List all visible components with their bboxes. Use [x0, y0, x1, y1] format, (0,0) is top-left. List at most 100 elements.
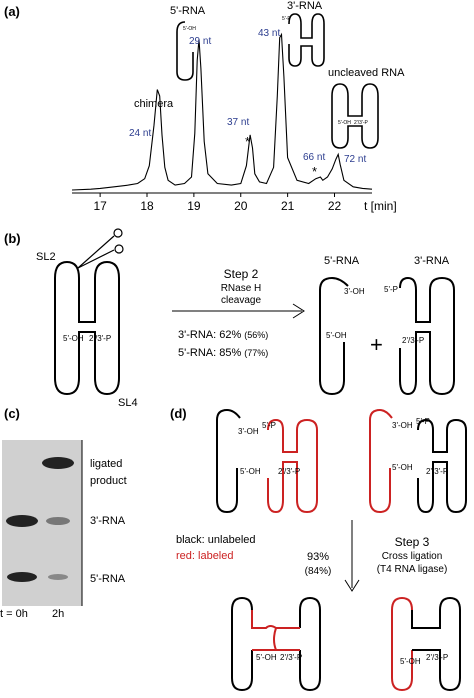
gel-band-five-rna-2h: [48, 574, 68, 580]
five-rna-icon-oh-label: 5'-OH: [183, 26, 196, 32]
three-rna-icon: [288, 13, 325, 67]
top-right-black-fragment: [417, 418, 467, 514]
top-left-black-fragment: [216, 408, 241, 514]
panel-b-label: (b): [4, 231, 21, 246]
panel-b: (b) SL2 SL4 5'-OH 2'/3'-P Step 2 RNase H…: [4, 228, 455, 409]
tl-p5-label: 5'-P: [262, 421, 276, 430]
step3-line3: (T4 RNA ligase): [377, 564, 448, 575]
panel-c: (c) ligated product 3'-RNA 5'-RNA t = 0h…: [0, 406, 127, 620]
bl-p23-label: 2'/3'-P: [280, 653, 302, 662]
step3-yield-paren: (84%): [305, 566, 332, 577]
panel-d: (d) 3'-OH 5'-P 5'-OH 2'/3'-P 3'-OH 5'-P …: [170, 406, 467, 692]
product-oh3-label: 3'-OH: [344, 287, 365, 296]
peak-size-29nt: 29 nt: [189, 36, 211, 47]
yield-three-rna-value: 3'-RNA: 62%: [178, 329, 241, 341]
br-p23-label: 2'/3'-P: [426, 653, 448, 662]
tl-oh3-label: 3'-OH: [238, 427, 259, 436]
legend-black: black: unlabeled: [176, 534, 256, 546]
band-ligated-label-2: product: [90, 475, 127, 487]
product-p23-label: 2'/3'-P: [402, 336, 424, 345]
lane-2h-label: 2h: [52, 608, 64, 620]
yield-three-rna-paren: (56%): [244, 330, 268, 340]
gel-band-three-rna-2h: [46, 517, 70, 525]
yield-five-rna: 5'-RNA: 85% (77%): [178, 347, 268, 359]
bottom-right-product-black: [411, 596, 461, 692]
tl-p23-label: 2'/3'-P: [278, 467, 300, 476]
tr-p23-label: 2'/3'-P: [426, 467, 448, 476]
peak-size-72nt: 72 nt: [344, 154, 366, 165]
yield-five-rna-value: 5'-RNA: 85%: [178, 347, 241, 359]
gel-band-three-rna-0h: [6, 515, 38, 527]
sl2-label: SL2: [36, 251, 56, 263]
uncleaved-rna-label: uncleaved RNA: [328, 67, 405, 79]
step3-yield: 93%: [307, 551, 329, 563]
three-rna-peak-label: 3'-RNA: [287, 0, 323, 12]
x-tick-label: 17: [93, 199, 107, 213]
star-37nt: *: [245, 134, 250, 149]
bottom-left-product-black: [231, 596, 321, 692]
step2-enzyme-line1: RNase H: [221, 283, 262, 294]
bottom-right-product-red: [391, 596, 413, 692]
step2-arrow-head: [292, 303, 305, 319]
precursor-p-label: 2'/3'-P: [89, 334, 111, 343]
top-left-red-fragment: [267, 418, 318, 514]
br-oh5-label: 5'-OH: [400, 657, 421, 666]
tr-p5-label: 5'-P: [416, 417, 430, 426]
uncleaved-icon-p-label: 2'/3'-P: [354, 120, 369, 126]
peak-size-66nt: 66 nt: [303, 152, 325, 163]
lane-0h-label: t = 0h: [0, 608, 28, 620]
tr-oh5-label: 5'-OH: [392, 463, 413, 472]
top-right-red-fragment: [369, 408, 393, 514]
plus-sign: +: [370, 332, 383, 357]
three-rna-icon-p-label: 5'-P: [282, 16, 291, 22]
bl-oh5-label: 5'-OH: [256, 653, 277, 662]
x-tick-label: 18: [140, 199, 154, 213]
step2-enzyme-line2: cleavage: [221, 295, 261, 306]
peak-size-43nt: 43 nt: [258, 28, 280, 39]
gel-band-ligated: [42, 457, 74, 469]
x-tick-label: 22: [328, 199, 342, 213]
yield-five-rna-paren: (77%): [244, 348, 268, 358]
sl4-label: SL4: [118, 397, 138, 409]
scissors-icon: [77, 228, 124, 269]
precursor-oh-label: 5'-OH: [63, 334, 84, 343]
x-axis-unit: t [min]: [364, 199, 397, 213]
product-p5-label: 5'-P: [384, 285, 398, 294]
x-tick-label: 21: [281, 199, 295, 213]
panel-c-label: (c): [4, 406, 20, 421]
product-three-rna-label: 3'-RNA: [414, 255, 450, 267]
peak-size-37nt: 37 nt: [227, 117, 249, 128]
product-three-rna-shape: [399, 276, 455, 396]
star-66nt: *: [312, 164, 317, 179]
product-five-rna-label: 5'-RNA: [324, 255, 360, 267]
legend-red: red: labeled: [176, 550, 234, 562]
five-rna-peak-label: 5'-RNA: [170, 5, 206, 17]
tl-oh5-label: 5'-OH: [240, 467, 261, 476]
x-axis-ticks: [99, 193, 335, 197]
panel-a-label: (a): [4, 4, 20, 19]
panel-d-label: (d): [170, 406, 187, 421]
band-three-rna-label: 3'-RNA: [90, 515, 126, 527]
uncleaved-icon-oh-label: 5'-OH: [338, 120, 351, 126]
band-five-rna-label: 5'-RNA: [90, 573, 126, 585]
chromatogram-trace: [71, 32, 373, 191]
product-five-rna-shape: [319, 276, 349, 396]
peak-size-24nt: 24 nt: [129, 128, 151, 139]
step3-arrow-head: [344, 579, 360, 592]
five-rna-icon: [176, 21, 194, 81]
x-tick-label: 19: [187, 199, 201, 213]
yield-three-rna: 3'-RNA: 62% (56%): [178, 329, 268, 341]
precursor-structure: [54, 260, 120, 396]
bottom-left-product-red: [251, 610, 300, 651]
chimera-label: chimera: [134, 98, 174, 110]
step2-title: Step 2: [224, 267, 259, 281]
step3-line2: Cross ligation: [382, 551, 443, 562]
band-ligated-label-1: ligated: [90, 458, 122, 470]
product-oh5-label: 5'-OH: [326, 331, 347, 340]
tr-oh3-label: 3'-OH: [392, 421, 413, 430]
step3-title: Step 3: [395, 535, 430, 549]
gel-band-five-rna-0h: [7, 572, 37, 582]
